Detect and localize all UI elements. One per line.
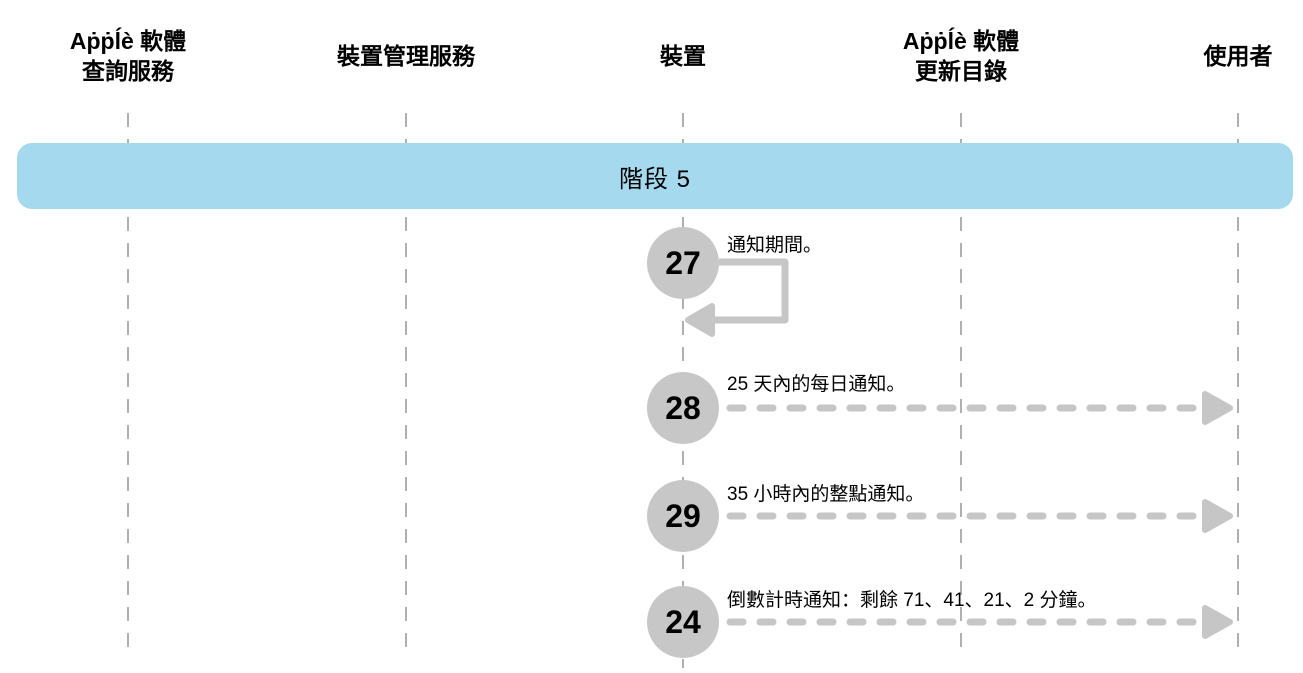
arrowhead-right-icon <box>1202 391 1233 425</box>
header-device: 裝置 <box>660 41 706 71</box>
phase-banner: 階段 5 <box>17 143 1293 209</box>
step-27-circle: 27 <box>647 227 719 299</box>
header-update-catalog: Aṗṗĺè 軟體 更新目錄 <box>903 26 1019 86</box>
header-line: Aṗṗĺè 軟體 <box>69 28 187 54</box>
arrowhead-right-icon <box>1202 605 1233 639</box>
header-line: 更新目錄 <box>915 58 1007 84</box>
header-line: 使用者 <box>1203 43 1273 69</box>
step-24-circle: 24 <box>647 586 719 658</box>
header-line: 查詢服務 <box>82 58 174 84</box>
header-line: Aṗṗĺè 軟體 <box>902 28 1020 54</box>
step-28-circle: 28 <box>647 372 719 444</box>
step-28-label: 25 天內的每日通知。 <box>727 374 906 395</box>
arrowhead-left-icon <box>685 303 715 337</box>
step-29-label: 35 小時內的整點通知。 <box>727 484 925 505</box>
header-device-management-service: 裝置管理服務 <box>337 41 475 71</box>
header-user: 使用者 <box>1204 41 1273 71</box>
step-27-label: 通知期間。 <box>727 235 823 256</box>
header-line: 裝置管理服務 <box>337 43 475 69</box>
header-lookup-service: Aṗṗĺè 軟體 查詢服務 <box>70 26 186 86</box>
step-29-circle: 29 <box>647 480 719 552</box>
phase-banner-label: 階段 5 <box>618 165 691 193</box>
arrowhead-right-icon <box>1202 499 1233 533</box>
header-line: 裝置 <box>660 43 706 69</box>
step-24-label: 倒數計時通知：剩餘 71、41、21、2 分鐘。 <box>727 590 1097 611</box>
self-loop-arrow <box>714 258 789 324</box>
